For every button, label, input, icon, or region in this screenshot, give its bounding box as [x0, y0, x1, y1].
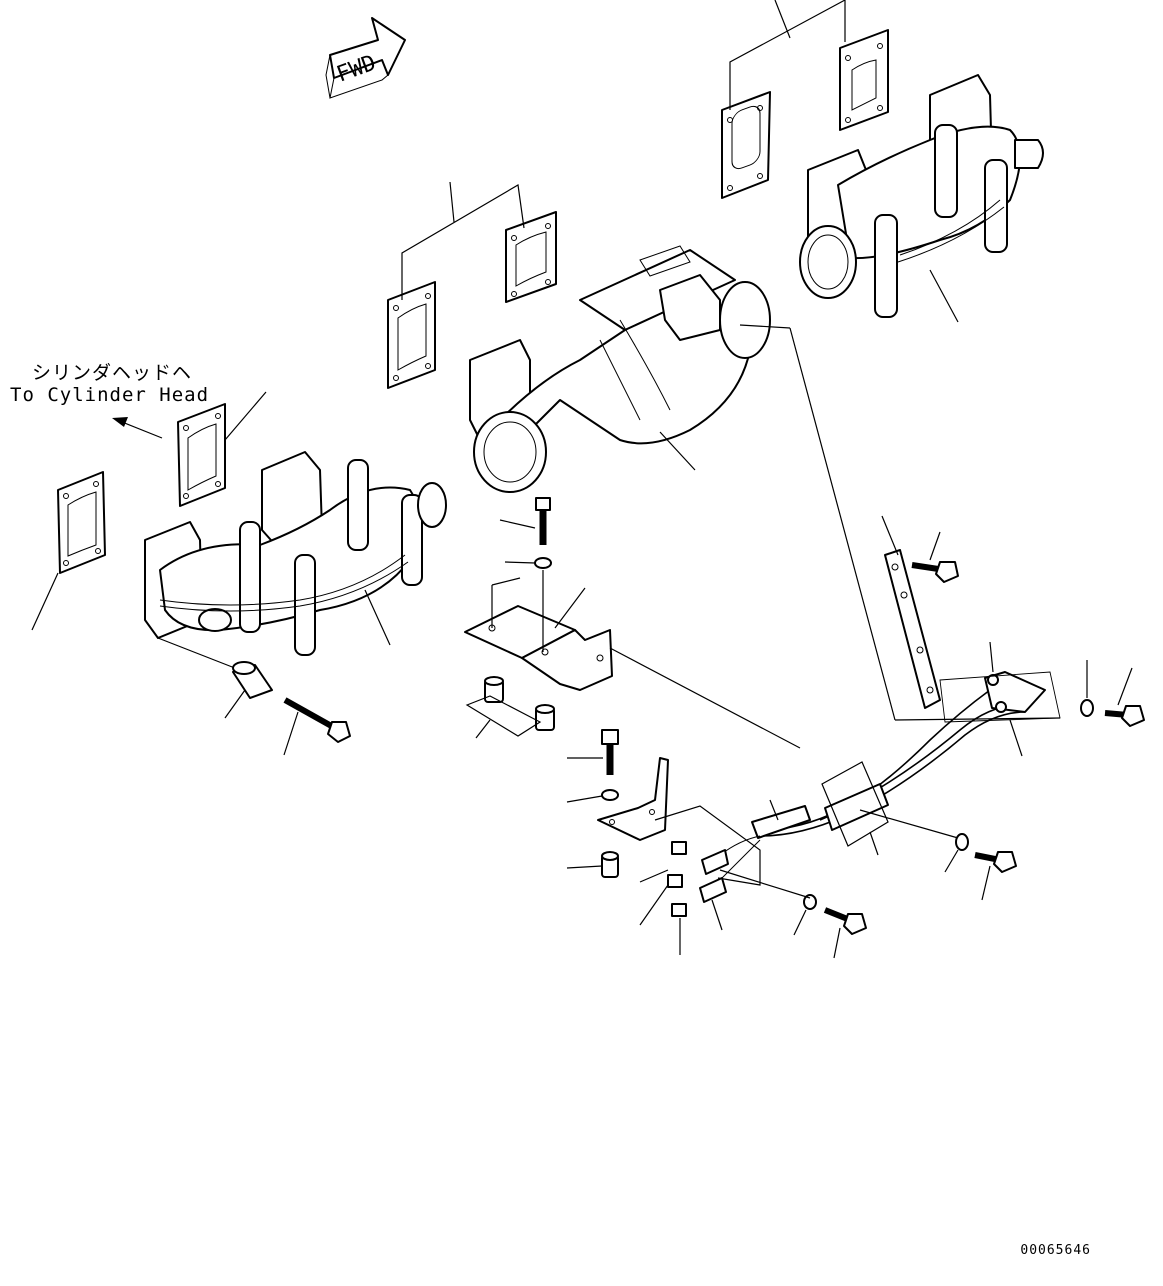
exhaust-manifold-rear	[799, 74, 1044, 318]
bolt-right-c	[823, 907, 867, 935]
bolt-left	[283, 697, 351, 743]
spacer-middle-b	[535, 704, 555, 731]
bolt-middle	[535, 497, 551, 545]
gasket-left-a	[57, 471, 106, 574]
fwd-arrow-icon: FWD	[325, 17, 406, 99]
exhaust-manifold-center	[469, 245, 771, 493]
washer-right-a	[1080, 699, 1094, 717]
washer-right-c	[803, 894, 817, 910]
gasket-middle-a	[387, 281, 436, 389]
gasket-left-b	[177, 403, 226, 507]
bolt-lower	[601, 729, 619, 775]
cylinder-head-label-en: To Cylinder Head	[10, 384, 210, 406]
spacer-lower	[601, 851, 619, 878]
spacer	[232, 661, 273, 699]
gasket-middle-b	[505, 211, 557, 303]
washer-right-b	[955, 833, 969, 851]
bolt-right-a	[1104, 705, 1145, 727]
support-bar	[884, 549, 941, 709]
arrow-icon	[112, 417, 163, 439]
gasket-top-right-b	[839, 29, 889, 131]
washer-middle	[534, 557, 552, 569]
gasket-top-right-a	[721, 91, 771, 199]
bracket-lower	[597, 757, 669, 841]
exhaust-temp-sensor-harness	[719, 671, 1046, 881]
connector-clips	[667, 841, 729, 917]
bolt-right-top	[911, 561, 959, 583]
cylinder-head-label-jp: シリンダヘッドヘ	[32, 362, 193, 384]
drawing-number: 00065646	[1020, 1243, 1091, 1258]
exhaust-manifold-front	[144, 451, 447, 656]
washer-lower	[601, 789, 619, 801]
bolt-right-b	[974, 851, 1017, 873]
